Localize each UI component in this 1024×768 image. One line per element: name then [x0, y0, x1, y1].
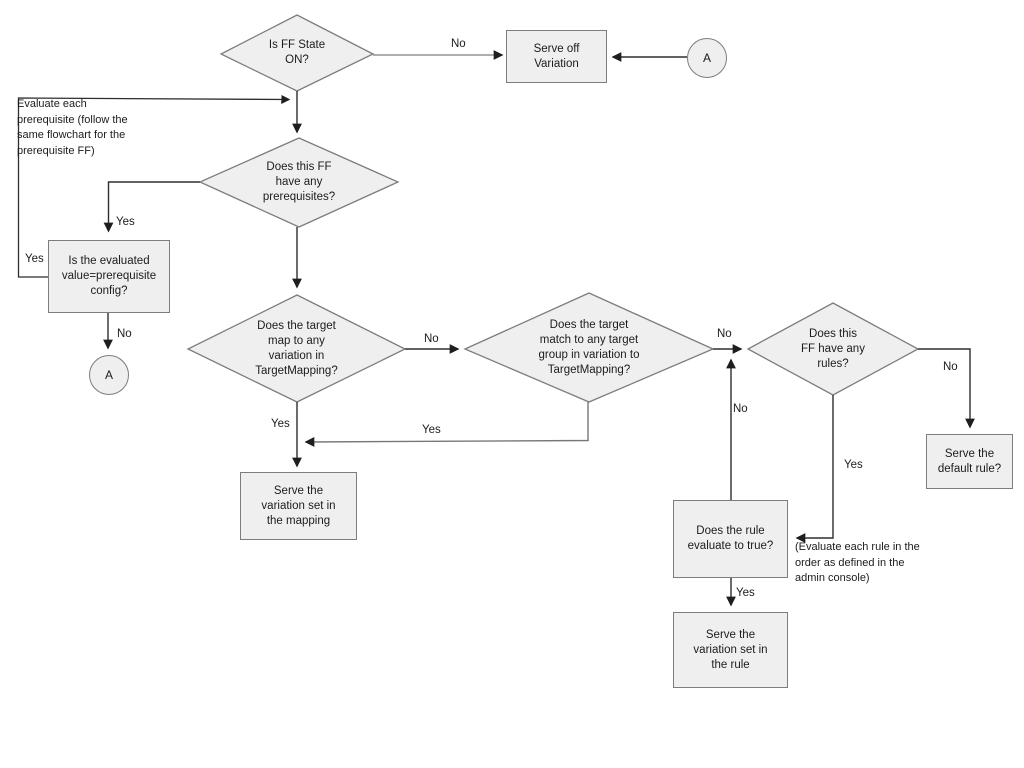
- terminator-a-top-label: A: [702, 50, 711, 65]
- terminator-a-top: A: [687, 38, 727, 78]
- process-evaluated-value: Is the evaluated value=prerequisite conf…: [48, 240, 170, 313]
- edge-label-yes-has-rules: Yes: [844, 459, 863, 471]
- decision-has-rules: [746, 302, 920, 396]
- edge-label-no-rule-loop: No: [733, 403, 748, 415]
- decision-target-mapping: [186, 294, 407, 403]
- process-rule-evaluates-true: Does the rule evaluate to true?: [673, 500, 788, 578]
- connector-d5-no-to-default: [918, 348, 975, 429]
- terminator-a-left-label: A: [104, 367, 113, 382]
- connector-d4-yes-loop: [304, 402, 589, 447]
- process-serve-default-rule: Serve the default rule?: [926, 434, 1013, 489]
- edge-label-no-target-map: No: [424, 333, 439, 345]
- edge-label-no-target-group: No: [717, 328, 732, 340]
- connector-d2-yes-to-evaluated: [103, 181, 200, 233]
- edge-label-yes-target-group: Yes: [422, 424, 441, 436]
- edge-label-no-has-rules: No: [943, 361, 958, 373]
- edge-label-yes-prereq: Yes: [116, 216, 135, 228]
- note-prerequisite: Evaluate each prerequisite (follow the s…: [17, 98, 128, 157]
- process-rule-evaluates-true-label: Does the rule evaluate to true?: [687, 525, 774, 552]
- process-serve-off-variation: Serve off Variation: [506, 30, 607, 83]
- edge-label-yes-rule-true: Yes: [736, 587, 755, 599]
- process-serve-mapping-variation-label: Serve the variation set in the mapping: [261, 484, 336, 527]
- terminator-a-left: A: [89, 355, 129, 395]
- process-serve-default-rule-label: Serve the default rule?: [937, 447, 1002, 475]
- edge-label-no-evaluated: No: [117, 328, 132, 340]
- process-serve-rule-variation: Serve the variation set in the rule: [673, 612, 788, 688]
- edge-label-no-ff-off: No: [451, 38, 466, 50]
- decision-is-ff-state-on: [219, 14, 375, 92]
- note-rule-order: (Evaluate each rule in the order as defi…: [795, 541, 920, 584]
- process-evaluated-value-label: Is the evaluated value=prerequisite conf…: [61, 255, 157, 297]
- process-serve-mapping-variation: Serve the variation set in the mapping: [240, 472, 357, 540]
- connector-d5-yes-to-rule: [795, 395, 834, 543]
- process-serve-rule-variation-label: Serve the variation set in the rule: [693, 628, 768, 671]
- edge-label-yes-target-map: Yes: [271, 418, 290, 430]
- connector-evaluated-yes-loop: [17, 94, 291, 278]
- process-serve-off-variation-label: Serve off Variation: [533, 42, 580, 70]
- edge-label-yes-loop: Yes: [25, 253, 44, 265]
- decision-has-prerequisites: [198, 137, 400, 228]
- decision-target-group: [463, 292, 715, 403]
